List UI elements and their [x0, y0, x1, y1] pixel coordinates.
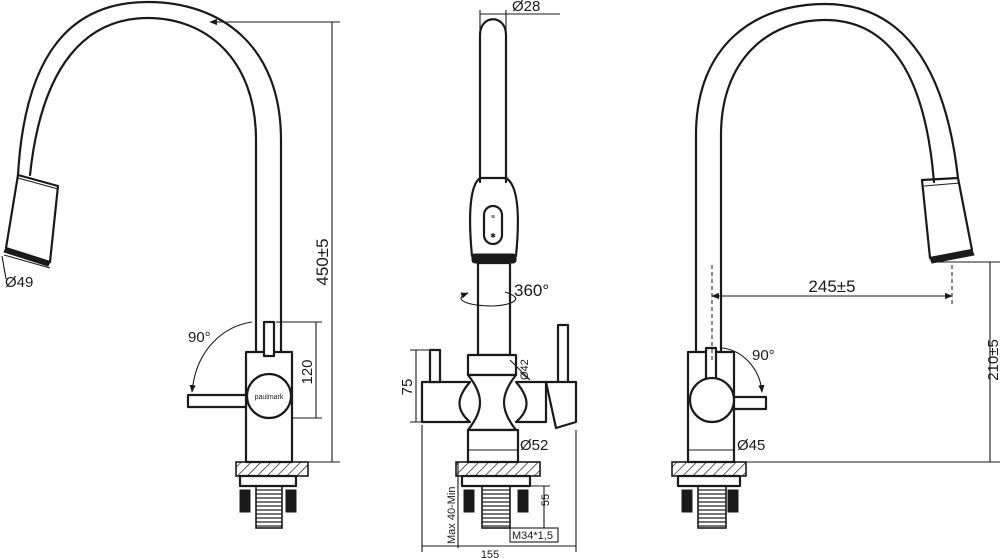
dim-120: 120	[299, 359, 316, 384]
thread-label-box	[509, 527, 559, 543]
spout-outer-left	[28, 16, 258, 357]
arc-90-left	[189, 321, 253, 393]
body-front-wing-right	[514, 380, 548, 424]
dim-155: 155	[481, 549, 499, 558]
dim-line-450	[210, 22, 340, 463]
mount-plate-left	[235, 461, 309, 477]
spray-head-band-right	[923, 182, 961, 187]
rotation-360: 360°	[514, 281, 549, 300]
stem-front	[476, 261, 512, 357]
dim-line-28	[479, 10, 560, 30]
lever-front-left	[428, 348, 442, 384]
lever-right	[704, 346, 718, 382]
mount-plate-right	[671, 461, 747, 477]
dim-245: 245±5	[808, 277, 855, 296]
dim-line-42	[509, 359, 531, 381]
body-front-wing-left	[420, 380, 472, 424]
spray-head-right	[920, 176, 974, 260]
rotation-90-right: 90°	[752, 347, 775, 364]
mount-nut-left	[238, 474, 298, 488]
spout-outer-right	[694, 2, 960, 357]
dim-52: Ø52	[520, 437, 548, 454]
dim-line-49	[1, 254, 51, 280]
mount-plate-front	[455, 461, 541, 477]
brand-text: paulmark	[255, 394, 284, 401]
lever-left	[262, 320, 276, 358]
base-front	[466, 428, 520, 464]
arc-90-right	[721, 347, 765, 393]
dim-line-75	[410, 349, 430, 423]
mount-nut-right	[676, 474, 742, 488]
dim-28: Ø28	[512, 0, 540, 15]
mount-nut-front	[460, 474, 532, 488]
spray-head-left	[4, 173, 60, 264]
mount-bolt-left-b	[285, 489, 297, 513]
button-panel	[482, 204, 504, 246]
thread-m34: M34*1,5	[512, 530, 553, 542]
dim-75: 75	[399, 379, 416, 396]
spray-nozzle-right	[929, 249, 975, 264]
mount-bolt-front-a	[463, 489, 475, 513]
max-40-min: Max 40-Min	[446, 487, 458, 544]
mount-bolt-left-a	[239, 489, 251, 513]
spray-mode-icon: ✱	[490, 232, 496, 240]
spray-nozzle-left	[3, 247, 51, 267]
spout-front	[478, 18, 508, 184]
lever-front-right	[556, 323, 570, 385]
dim-49: Ø49	[5, 274, 33, 291]
dim-450: 450±5	[313, 238, 332, 285]
mount-bolt-right-b	[727, 489, 739, 513]
mount-bolt-front-b	[517, 489, 529, 513]
knob-right	[688, 376, 736, 424]
dim-line-155	[421, 425, 577, 552]
front-view-center: ✱ ≡ 360° Ø28 75 Ø42 Ø52 55 M34*1,5 Max	[399, 0, 578, 558]
side-view-left: paulmark 450±5 120 Ø49 90°	[1, 0, 340, 529]
spray-head-band-left	[17, 177, 59, 190]
body-front-center	[466, 373, 518, 432]
dim-45: Ø45	[737, 437, 765, 454]
dim-line-120	[276, 321, 322, 419]
mount-bolt-right-a	[681, 489, 693, 513]
filter-lever-right	[732, 395, 768, 411]
nozzle-front	[471, 253, 517, 264]
handle-front-right	[544, 380, 578, 430]
thread-shank-left	[255, 485, 283, 529]
brand-knob-left	[245, 372, 293, 420]
body-front-top	[466, 353, 518, 377]
dim-55: 55	[540, 494, 552, 506]
arc-360	[460, 291, 516, 307]
dim-42: Ø42	[519, 359, 531, 380]
rotation-90-left: 90°	[188, 329, 211, 346]
spout-inner-left	[16, 0, 283, 357]
dim-line-210	[746, 261, 1000, 463]
thread-shank-front	[481, 485, 511, 529]
thread-shank-right	[697, 485, 727, 529]
filter-lever-left	[186, 393, 248, 409]
side-view-right: 245±5 210±5 90° Ø45	[671, 2, 1000, 529]
dim-210: 210±5	[985, 339, 1000, 381]
spout-inner-right	[719, 18, 936, 357]
stream-mode-icon: ≡	[491, 214, 495, 221]
